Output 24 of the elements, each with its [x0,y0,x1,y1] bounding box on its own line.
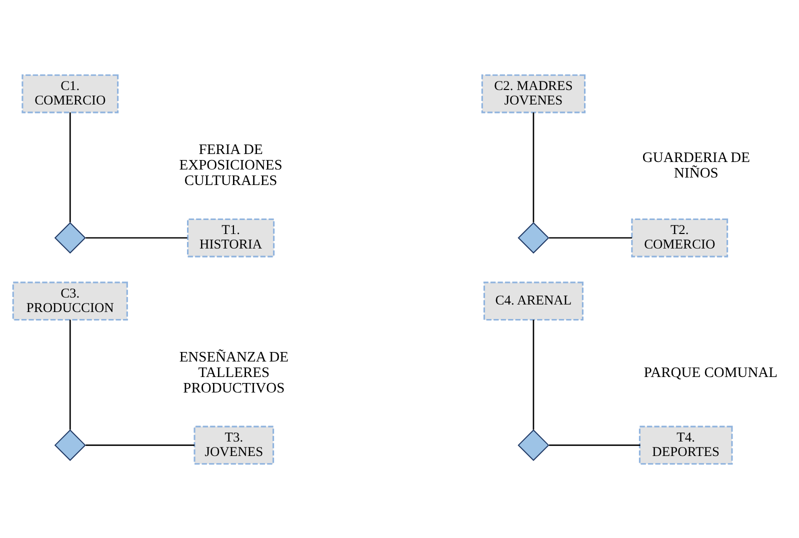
node-diamond [54,428,86,460]
node-box: T1. HISTORIA [187,218,275,257]
node-diamond [518,428,550,460]
node-diamond [54,222,86,254]
connector [532,319,534,430]
connector [549,444,640,446]
connector [69,112,71,222]
node-box: C3. PRODUCCION [12,281,128,320]
connector [69,319,71,430]
node-box: C4. ARENAL [483,281,584,320]
label: FERIA DE EXPOSICIONES CULTURALES [179,142,282,189]
node-box: C2. MADRES JOVENES [481,74,586,113]
node-box: T2. COMERCIO [631,218,728,257]
node-box: T4. DEPORTES [638,425,733,464]
node-box: C1. COMERCIO [22,74,119,113]
connector [86,236,188,238]
connector [86,444,195,446]
label: ENSEÑANZA DE TALLERES PRODUCTIVOS [179,348,288,396]
node-diamond [518,222,550,254]
label: PARQUE COMUNAL [644,364,778,380]
connector [549,236,632,238]
label: GUARDERIA DE NIÑOS [642,149,750,181]
node-box: T3. JOVENES [194,425,274,464]
connector [532,112,534,222]
